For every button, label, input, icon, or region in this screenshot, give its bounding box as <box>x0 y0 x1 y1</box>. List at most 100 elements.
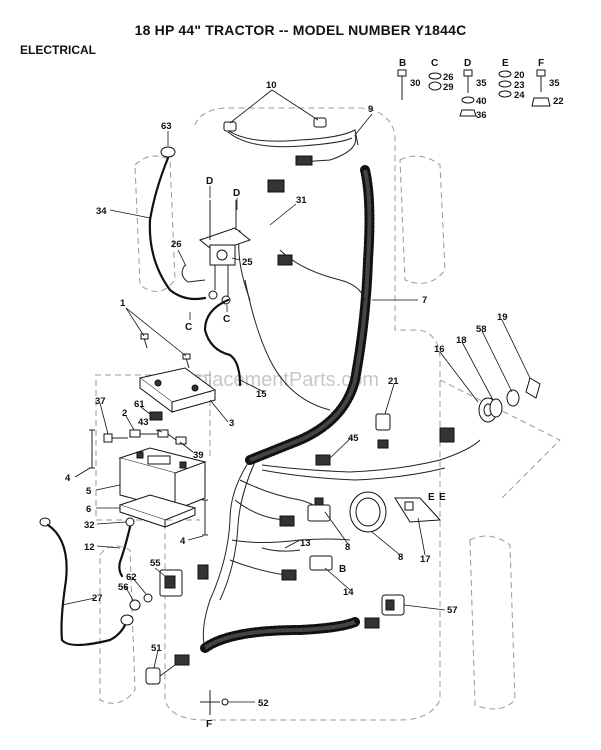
hour-meter-9 <box>349 491 387 533</box>
legend-b-letter: B <box>399 58 406 69</box>
callout-18: 18 <box>456 335 467 346</box>
callout-12: 12 <box>84 542 95 553</box>
callout-27: 27 <box>92 593 103 604</box>
legend-c-item-29: 29 <box>443 82 454 93</box>
bracket-17 <box>394 497 442 523</box>
callout-34: 34 <box>96 206 107 217</box>
callout-13: 13 <box>300 538 311 549</box>
callout-52: 52 <box>258 698 269 709</box>
relay-8 <box>307 497 331 522</box>
callout-39: 39 <box>193 450 204 461</box>
bolt-37 <box>103 433 128 443</box>
ref-b: B <box>339 564 346 575</box>
callout-58: 57 <box>447 605 458 616</box>
callout-15: 15 <box>256 389 267 400</box>
legend-d-item-35: 35 <box>476 78 487 89</box>
callout-56: 56 <box>118 582 129 593</box>
leader-lines <box>61 89 531 703</box>
legend-b-item-30: 30 <box>410 78 421 89</box>
callout-10: 9 <box>368 104 373 115</box>
ref-e-2: E <box>439 492 446 503</box>
callout-43: 43 <box>138 417 149 428</box>
battery-holddown <box>138 367 217 413</box>
callout-5: 5 <box>86 486 92 497</box>
ref-d-right: D <box>233 188 240 199</box>
callout-11: 10 <box>266 80 277 91</box>
cable-15 <box>203 298 242 387</box>
watermark-text: eReplacementParts.com <box>160 369 379 391</box>
main-harness-loom <box>200 165 375 653</box>
callout-labels: 10 9 63 34 26 25 31 7 1 3 15 37 2 61 43 … <box>65 80 508 709</box>
switch-14 <box>309 555 333 571</box>
headlight-right <box>313 117 327 128</box>
switch-21 <box>375 413 391 449</box>
callout-51: 51 <box>151 643 162 654</box>
legend-e-letter: E <box>502 58 509 69</box>
ref-f: F <box>206 719 212 730</box>
connector-16 <box>439 427 455 443</box>
screws-1 <box>140 333 191 369</box>
callout-37: 37 <box>95 396 106 407</box>
legend-e-item-20: 20 <box>514 70 525 81</box>
tractor-outline <box>95 107 561 721</box>
wire-13 <box>261 547 301 552</box>
callout-7: 7 <box>422 295 427 306</box>
ignition-switch <box>129 569 183 611</box>
callout-32: 32 <box>84 520 95 531</box>
connector-upper <box>267 179 285 193</box>
connector-left <box>197 564 209 580</box>
legend-f-item-35: 35 <box>549 78 560 89</box>
headlight-left <box>223 121 237 132</box>
connector-mid <box>277 254 293 266</box>
ref-c-left: C <box>185 322 192 333</box>
legend-d-item-36: 36 <box>476 110 487 121</box>
legend-d-letter: D <box>464 58 471 69</box>
callout-6: 6 <box>86 504 91 515</box>
ref-d-left: D <box>206 176 213 187</box>
callout-57: 58 <box>476 324 487 335</box>
legend-d-item-40: 40 <box>476 96 487 107</box>
hardware-legend: B 30 C 26 29 D 35 40 36 E 20 23 24 F 35 … <box>399 58 564 121</box>
callout-61: 61 <box>134 399 145 410</box>
legend-c-letter: C <box>431 58 438 69</box>
callout-14: 14 <box>343 587 354 598</box>
callout-21: 21 <box>388 376 399 387</box>
harness-wires <box>174 229 481 666</box>
callout-63: 63 <box>161 121 172 132</box>
module-58 <box>381 594 405 616</box>
battery-terminals <box>129 411 187 445</box>
callout-1: 1 <box>120 298 126 309</box>
connector-10 <box>295 155 313 166</box>
hardware-ref-letters: D D C C B E E F <box>185 176 446 730</box>
light-assembly <box>478 377 541 423</box>
ground-cable-27 <box>39 517 134 647</box>
section-title: ELECTRICAL <box>20 43 96 57</box>
callout-4-left: 4 <box>65 473 71 484</box>
callout-8: 8 <box>345 542 350 553</box>
legend-e-item-24: 24 <box>514 90 525 101</box>
callout-62: 62 <box>126 572 137 583</box>
light-switch <box>145 664 176 685</box>
legend-c-item-26: 26 <box>443 72 454 83</box>
callout-55: 55 <box>150 558 161 569</box>
ground-cable-34 <box>148 146 207 301</box>
connector-lower-b <box>281 569 297 581</box>
legend-e-item-23: 23 <box>514 80 525 91</box>
ref-c-right: C <box>223 314 230 325</box>
legend-f-item-22: 22 <box>553 96 564 107</box>
connector-45 <box>315 454 331 466</box>
callout-19: 19 <box>497 312 508 323</box>
callout-25: 25 <box>242 257 253 268</box>
connector-lower-a <box>279 515 295 527</box>
battery-tray <box>118 494 197 528</box>
callout-2: 2 <box>122 408 127 419</box>
legend-f-letter: F <box>538 58 544 69</box>
page-title: 18 HP 44" TRACTOR -- MODEL NUMBER Y1844C <box>134 22 467 38</box>
callout-4-right: 4 <box>180 536 186 547</box>
callout-26: 26 <box>171 239 182 250</box>
ref-e-1: E <box>428 492 435 503</box>
hardware-legend-art <box>397 69 551 117</box>
callout-3: 3 <box>229 418 234 429</box>
starter-solenoid <box>181 200 252 305</box>
